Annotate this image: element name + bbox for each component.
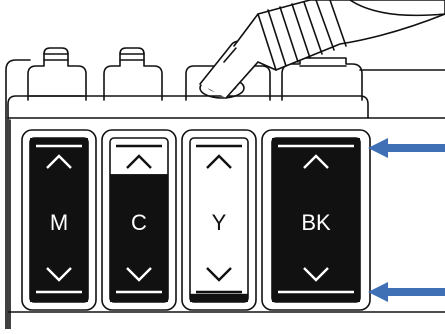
arrows-layer	[368, 138, 445, 302]
cap-m	[27, 47, 87, 101]
tank-label: M	[50, 210, 68, 235]
printer-frame	[5, 59, 31, 330]
arrow-left-icon-upper	[368, 138, 445, 158]
tanks-layer: M C Y BK	[29, 137, 361, 303]
ink-level-fill	[30, 138, 88, 302]
chevron-up-icon	[206, 154, 232, 169]
ink-bottle	[199, 0, 445, 99]
tank-label: C	[131, 210, 147, 235]
tank-window-y	[181, 129, 257, 311]
tank-label: Y	[212, 210, 227, 235]
ink-level-fill	[190, 293, 248, 302]
ink-tank-y: Y	[189, 137, 249, 303]
chevron-up-icon	[46, 154, 72, 169]
cap-shelf	[7, 95, 369, 119]
ink-level-fill	[110, 174, 168, 302]
ink-tank-c: C	[109, 137, 169, 303]
ink-tank-m: M	[29, 137, 89, 303]
arrow-left-icon-lower	[368, 282, 445, 302]
tank-label: BK	[301, 210, 331, 235]
chevron-up-icon	[126, 154, 152, 169]
chevron-down-icon	[206, 267, 232, 282]
ink-level-fill	[272, 138, 360, 302]
chevron-up-icon	[303, 154, 329, 169]
tank-window-bk	[261, 129, 371, 311]
cap-bk	[281, 57, 363, 101]
chevron-down-icon	[126, 267, 152, 282]
tank-window-c	[101, 129, 177, 311]
ink-tank-bk: BK	[271, 137, 361, 303]
chevron-down-icon	[303, 267, 329, 282]
chevron-down-icon	[46, 267, 72, 282]
tank-window-m	[21, 129, 97, 311]
cap-c	[103, 47, 163, 101]
